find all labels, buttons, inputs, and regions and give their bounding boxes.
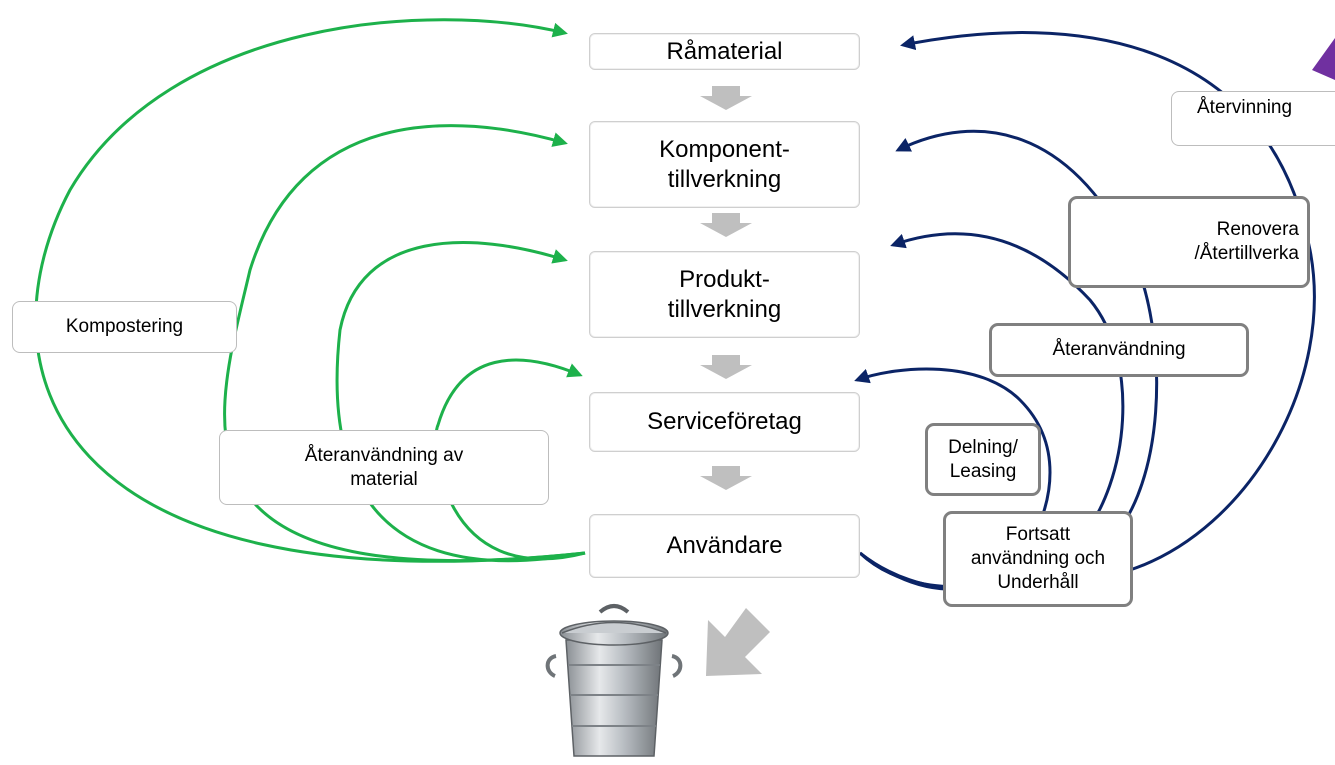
- down-arrow-2: [700, 213, 752, 237]
- stage-service-company: Serviceföretag: [589, 392, 860, 452]
- label-material-reuse-text: Återanvändning av material: [304, 444, 464, 490]
- loop-component: [223, 124, 586, 563]
- loop-product: [335, 241, 586, 563]
- down-arrow-4: [700, 466, 752, 490]
- down-arrow-3: [700, 355, 752, 379]
- label-composting: Kompostering: [12, 301, 237, 353]
- label-reuse: Återanvändning: [989, 323, 1249, 377]
- label-composting-text: Kompostering: [65, 316, 184, 338]
- label-material-reuse: Återanvändning av material: [219, 430, 549, 505]
- stage-product-label: Produkt- tillverkning: [667, 265, 782, 323]
- label-recycling-text: Återvinning: [1197, 97, 1293, 118]
- label-maintenance-text: Fortsatt användning och Underhåll: [970, 524, 1106, 593]
- stage-user: Användare: [589, 514, 860, 578]
- stage-service-label: Serviceföretag: [647, 408, 802, 435]
- loop-composting: [34, 18, 586, 563]
- down-arrow-1: [700, 86, 752, 110]
- loop-service: [434, 358, 586, 561]
- stage-component-manufacturing: Komponent- tillverkning: [589, 121, 860, 208]
- stage-user-label: Användare: [666, 532, 783, 559]
- stage-arrows: [700, 86, 770, 676]
- stage-component-label: Komponent- tillverkning: [659, 135, 790, 193]
- diagonal-arrow-to-bin: [706, 608, 770, 676]
- label-recycling: Återvinning: [1171, 91, 1335, 146]
- label-sharing-leasing: Delning/ Leasing: [925, 423, 1041, 496]
- stage-raw-material: Råmaterial: [589, 33, 860, 70]
- label-reuse-text: Återanvändning: [1052, 339, 1186, 361]
- label-renovate: Renovera /Återtillverka: [1068, 196, 1310, 288]
- stage-raw-material-label: Råmaterial: [666, 37, 783, 65]
- stage-product-manufacturing: Produkt- tillverkning: [589, 251, 860, 338]
- green-loops: [34, 18, 586, 563]
- purple-arrowhead: [1312, 38, 1335, 80]
- label-sharing-text: Delning/ Leasing: [948, 436, 1018, 482]
- label-renovate-text: Renovera /Återtillverka: [1194, 219, 1299, 264]
- label-maintenance: Fortsatt användning och Underhåll: [943, 511, 1133, 607]
- trash-can-icon: [545, 604, 683, 757]
